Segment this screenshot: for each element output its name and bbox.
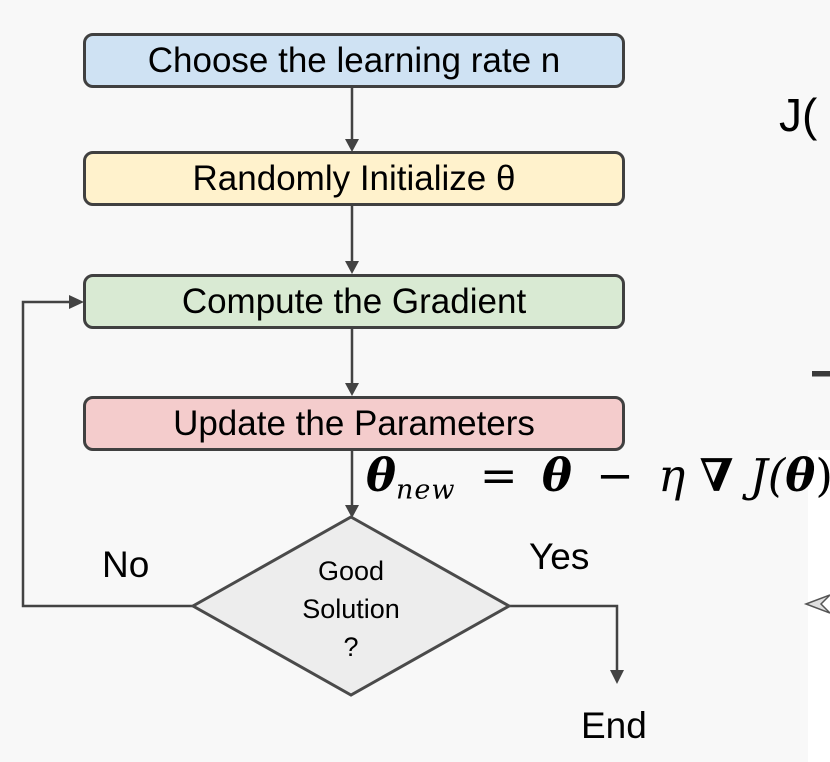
step-label: Randomly Initialize θ <box>192 159 516 198</box>
step-label: Choose the learning rate n <box>147 41 561 80</box>
minus-sign: − <box>596 449 634 502</box>
decision-diamond <box>189 515 513 697</box>
step-randomly-initialize: Randomly Initialize θ <box>83 151 625 206</box>
theta-new-subscript: new <box>396 474 456 506</box>
theta-new-base: θ <box>366 449 397 502</box>
decision-line-2: Solution <box>302 594 400 624</box>
step-choose-learning-rate: Choose the learning rate n <box>83 33 625 88</box>
decision-line-3: ? <box>343 632 359 662</box>
nabla-symbol: ∇ <box>699 449 734 502</box>
left-arrow-fragment <box>803 594 830 614</box>
arrowhead-down-1 <box>345 139 359 152</box>
yes-branch-line <box>509 604 619 670</box>
no-loop-line <box>21 300 193 608</box>
eta-symbol: η <box>658 449 686 502</box>
arrowheads <box>69 139 624 684</box>
step-compute-gradient: Compute the Gradient <box>83 274 625 329</box>
decision-text: Good Solution ? <box>231 552 471 666</box>
step-update-parameters: Update the Parameters <box>83 396 625 451</box>
minus-sign-fragment <box>812 371 830 377</box>
theta-argument: θ <box>785 449 816 502</box>
decision-line-1: Good <box>317 556 385 586</box>
branch-label-yes: Yes <box>529 536 590 577</box>
step-label: Compute the Gradient <box>181 282 527 321</box>
arrowhead-right-loop <box>69 295 84 309</box>
close-paren: ) <box>815 449 830 502</box>
arrowhead-down-4 <box>345 505 359 518</box>
arrowhead-down-2 <box>345 261 359 274</box>
end-label: End <box>581 705 647 746</box>
cost-function-open: J( <box>749 449 786 502</box>
step-label: Update the Parameters <box>173 404 535 443</box>
update-rule-formula: θnew = θ − η ∇ J(θ) <box>366 453 830 504</box>
branch-label-no: No <box>102 544 150 585</box>
cost-axis-label-fragment: J( <box>779 89 818 141</box>
arrowhead-down-end <box>610 670 624 684</box>
connector-lines <box>21 88 619 670</box>
theta-symbol: θ <box>541 449 572 502</box>
arrowhead-down-3 <box>345 383 359 396</box>
equals-sign: = <box>479 449 518 502</box>
